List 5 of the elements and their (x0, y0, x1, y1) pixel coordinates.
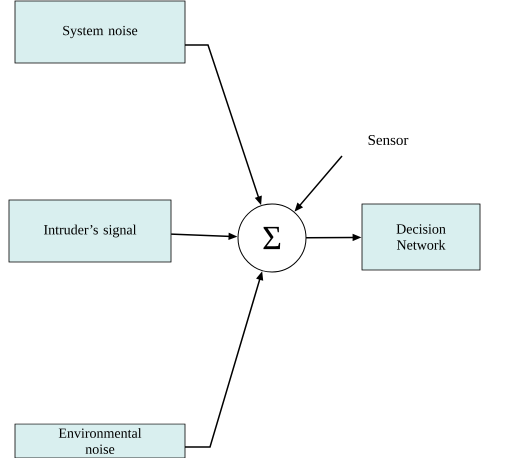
process-box: Intruder’s signal (8, 200, 172, 262)
process-box: System noise (14, 0, 186, 64)
sensor-label: Sensor (368, 134, 408, 146)
process-box: Decision Network (362, 204, 480, 270)
process-box: Environmental noise (14, 424, 186, 458)
